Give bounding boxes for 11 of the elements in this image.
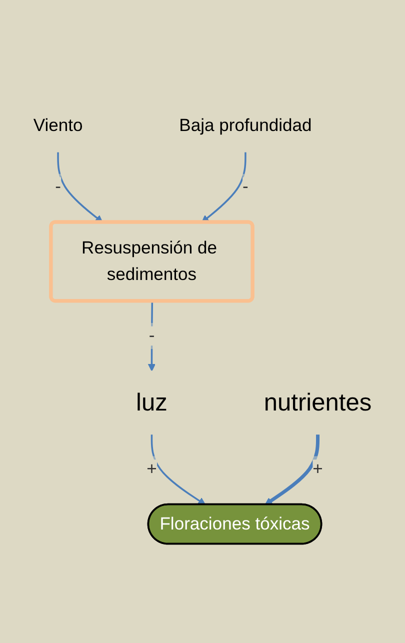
node-text: luz	[136, 388, 168, 416]
edge-label: +	[146, 460, 157, 479]
node-text: Baja profundidad	[179, 116, 312, 136]
edge-label: -	[55, 177, 61, 197]
edge-label: -	[242, 177, 248, 197]
node-text: Viento	[33, 116, 83, 136]
edge-label: +	[312, 460, 323, 479]
arrow	[150, 434, 206, 506]
node-text: nutrientes	[264, 388, 372, 416]
edge-label: -	[148, 326, 155, 346]
arrow	[264, 434, 320, 506]
